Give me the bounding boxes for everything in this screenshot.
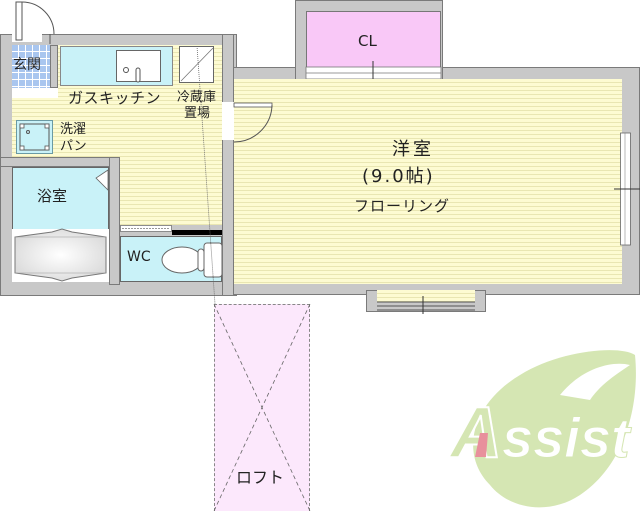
assist-logo: A ssist bbox=[447, 350, 636, 508]
logo-letter-a: A bbox=[448, 393, 502, 473]
western-room-label: 洋室 bbox=[392, 139, 434, 160]
fridge-label-line2: 置場 bbox=[184, 106, 211, 121]
right-window bbox=[614, 132, 640, 246]
genkan-label-top: 玄関 bbox=[13, 57, 41, 73]
room-door-swing bbox=[233, 102, 273, 143]
toilet bbox=[161, 242, 223, 278]
washer-drain-icon bbox=[19, 123, 50, 151]
wall-partition bbox=[222, 34, 234, 296]
loft-cross-lines bbox=[213, 303, 311, 511]
sink-faucet-icon bbox=[123, 67, 141, 83]
wall-bath-right bbox=[109, 157, 120, 285]
bay-window-glass bbox=[377, 296, 475, 314]
fridge-label-line1: 冷蔵庫 bbox=[177, 90, 217, 105]
loft-ladder-line bbox=[196, 45, 216, 305]
wall-genkan-right bbox=[50, 45, 58, 88]
genkan-step bbox=[12, 88, 58, 98]
sliding-door bbox=[120, 225, 222, 235]
logo-text-rest: ssist bbox=[502, 406, 632, 469]
closet-label: CL bbox=[358, 32, 377, 50]
loft-label: ロフト bbox=[236, 468, 285, 487]
kitchen-label: ガスキッチン bbox=[68, 89, 162, 107]
hall-floor bbox=[120, 157, 222, 225]
wc-label: WC bbox=[127, 249, 151, 265]
bath-label: 浴室 bbox=[37, 187, 68, 205]
washer-label-line1: 洗濯 bbox=[60, 122, 87, 137]
bathtub bbox=[12, 228, 109, 282]
western-room-flooring: フローリング bbox=[354, 197, 451, 215]
entrance-door-swing bbox=[15, 1, 55, 44]
room-door-opening bbox=[222, 102, 236, 140]
closet-door bbox=[305, 61, 442, 86]
western-room-size: (9.0帖) bbox=[362, 166, 435, 187]
bay-window-floor bbox=[377, 290, 475, 302]
wall-bath-top bbox=[0, 157, 120, 167]
closet bbox=[306, 11, 441, 68]
bath-door-icon bbox=[95, 169, 109, 191]
fridge-space bbox=[179, 46, 214, 83]
washer-label-line2: パン bbox=[60, 139, 87, 154]
genkan-floor-top bbox=[12, 45, 50, 88]
western-room-floor bbox=[234, 79, 622, 284]
